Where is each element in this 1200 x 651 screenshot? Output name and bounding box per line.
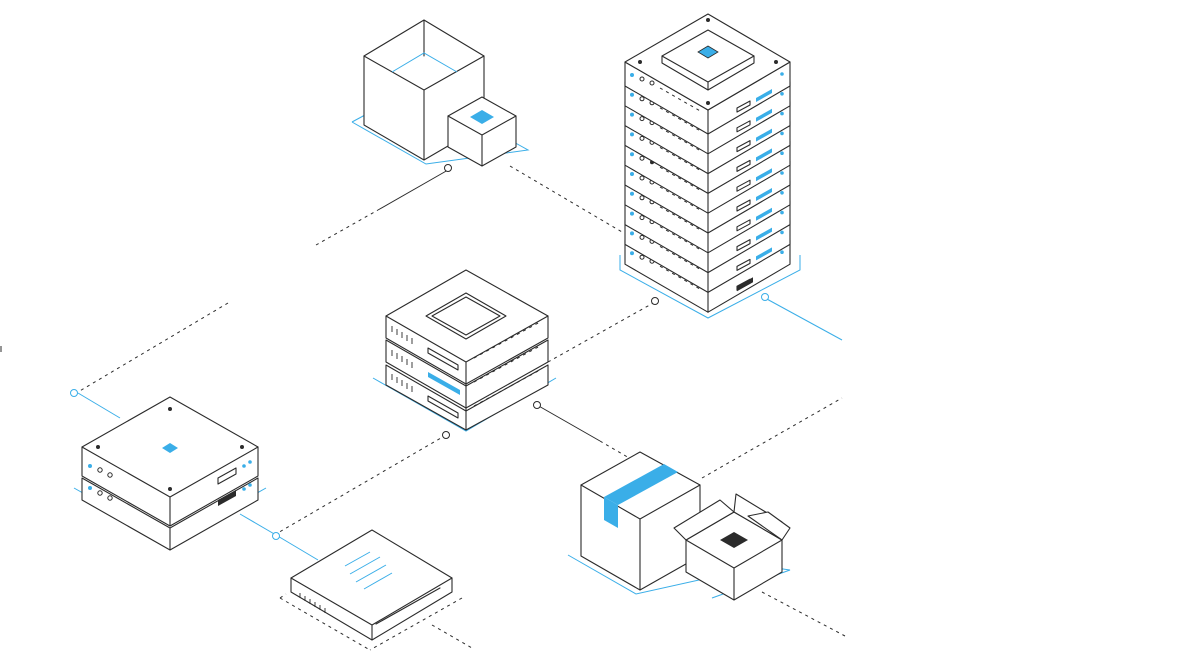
network-appliance (70, 389, 280, 551)
connector-solid (536, 404, 601, 442)
connector-dashed (547, 301, 656, 363)
connector-blue (77, 392, 121, 419)
connector-dashed (315, 209, 379, 246)
connector-node (70, 389, 78, 397)
connector-dashed (761, 591, 846, 637)
small-cube (447, 96, 517, 167)
connector-blue (764, 297, 843, 341)
blue-indicator (162, 443, 178, 453)
connector-solid (377, 169, 449, 211)
shipping-boxes (567, 451, 791, 601)
server-stack (372, 269, 557, 439)
tower-top-plate (661, 29, 755, 91)
connector-dashed (431, 624, 473, 649)
tape-side (604, 497, 618, 528)
connector-dashed (275, 434, 447, 535)
open-box-inside (720, 532, 748, 548)
blue-slot (428, 372, 460, 395)
open-box-with-small-cube (351, 19, 530, 172)
connector-blue (239, 513, 277, 536)
connector-lines (77, 165, 846, 649)
connector-node (444, 164, 452, 172)
connector-blue (275, 534, 319, 561)
server-rack-tower (619, 13, 801, 319)
blue-indicator (697, 45, 719, 59)
connector-node (651, 297, 659, 305)
connector-node (272, 532, 280, 540)
flat-router (279, 529, 463, 651)
tape-top (604, 464, 678, 505)
flap (747, 511, 791, 541)
connector-node (761, 293, 769, 301)
connector-node (533, 401, 541, 409)
connector-dashed (509, 165, 623, 233)
flap (673, 499, 735, 541)
top-panel (425, 292, 507, 340)
connector-dashed (77, 302, 229, 393)
connector-node (442, 431, 450, 439)
blue-top-square (470, 110, 494, 124)
connector-dashed (701, 397, 843, 479)
floor-outline (619, 255, 801, 319)
